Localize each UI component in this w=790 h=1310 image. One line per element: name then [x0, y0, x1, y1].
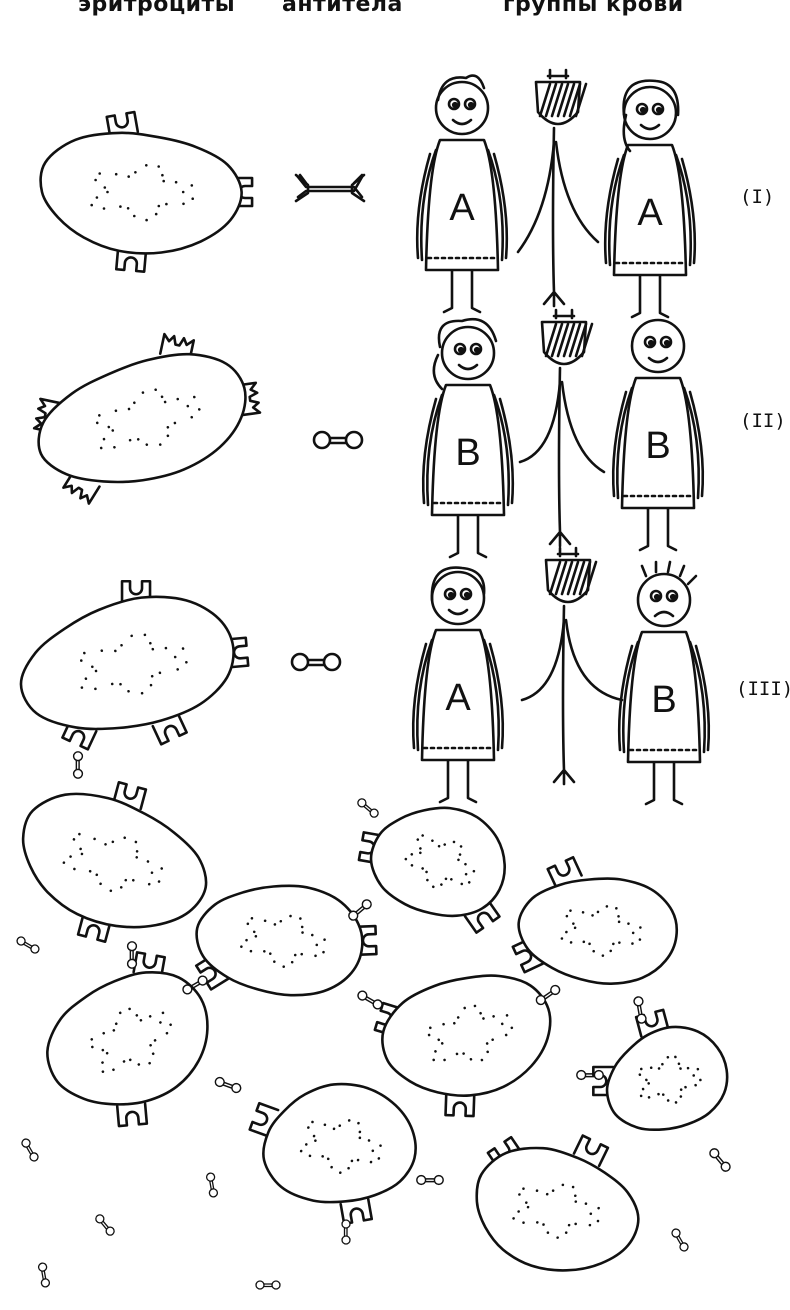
header-erythrocytes: эритроциты	[78, 0, 236, 17]
antibody-link	[357, 990, 383, 1010]
receptor	[62, 469, 101, 505]
antibody-link	[348, 899, 372, 921]
antibody-free	[37, 1262, 51, 1288]
erythrocyte	[21, 781, 208, 943]
antibodies-group	[16, 173, 731, 1290]
person: B	[421, 317, 515, 559]
antibody-link	[214, 1076, 242, 1094]
mouth	[447, 608, 469, 616]
erythrocyte	[39, 110, 254, 273]
people-group: A A B B A B	[411, 74, 711, 806]
receptor	[132, 951, 166, 979]
erythrocyte	[592, 1008, 729, 1132]
cell-membrane	[46, 971, 209, 1106]
cell-membrane	[369, 806, 506, 918]
antibody-anti-a	[312, 430, 364, 450]
row-label-3: (III)	[736, 678, 790, 700]
cell-membrane	[605, 1025, 729, 1132]
erythrocyte	[32, 332, 262, 505]
antibody-link	[633, 996, 647, 1024]
erythrocyte	[248, 1082, 417, 1226]
cell-membrane	[195, 884, 364, 997]
antibody-link	[72, 751, 84, 779]
person: A	[411, 566, 505, 804]
cell-membrane	[21, 792, 208, 929]
row-label-2: (II)	[740, 410, 786, 432]
antibody-free	[16, 936, 40, 954]
cell-membrane	[39, 131, 243, 255]
person: A	[603, 79, 697, 319]
antibody-free	[671, 1228, 689, 1252]
cell-membrane	[37, 352, 247, 484]
transfusion-bags-group	[516, 68, 624, 786]
mouth	[451, 118, 473, 126]
receptor	[339, 1198, 374, 1226]
erythrocyte	[46, 951, 209, 1128]
blood-type-letter: A	[449, 187, 475, 229]
blood-type-letter: B	[455, 432, 480, 474]
erythrocytes-group	[19, 110, 729, 1272]
header-blood-groups: группы крови	[503, 0, 684, 17]
iv-bag	[520, 546, 624, 786]
erythrocyte	[511, 855, 679, 985]
cell-membrane	[475, 1146, 640, 1272]
antibody-free	[255, 1280, 281, 1290]
iv-bag	[518, 308, 606, 548]
mouth	[647, 356, 669, 364]
antibody-anti-a	[290, 652, 342, 672]
receptor	[463, 898, 501, 934]
erythrocyte	[19, 579, 250, 751]
mouth	[457, 363, 479, 371]
blood-type-letter: A	[637, 192, 663, 234]
cell-membrane	[19, 595, 235, 731]
blood-type-letter: B	[645, 425, 670, 467]
antibody-link	[576, 1069, 604, 1081]
row-label-1: (I)	[740, 186, 775, 208]
receptor	[114, 248, 148, 273]
erythrocyte	[357, 806, 506, 934]
antibody-link	[126, 941, 138, 969]
erythrocyte	[373, 974, 552, 1118]
mouth	[653, 610, 675, 618]
antibody-anti-b	[294, 173, 366, 203]
receptor	[546, 855, 583, 889]
antibody-free	[357, 798, 379, 818]
erythrocyte	[475, 1134, 640, 1272]
antibody-free	[341, 1219, 351, 1245]
receptor	[444, 1093, 476, 1118]
antibody-link	[182, 975, 208, 995]
antibody-link	[416, 1174, 444, 1186]
receptor	[151, 713, 188, 746]
antibody-free	[205, 1172, 219, 1198]
cell-membrane	[381, 974, 552, 1097]
person: B	[617, 560, 711, 806]
receptor	[115, 1102, 149, 1128]
mouth	[639, 123, 661, 131]
person: B	[611, 318, 705, 552]
cell-membrane	[262, 1082, 417, 1204]
receptor	[105, 110, 140, 138]
erythrocyte	[194, 884, 378, 997]
person: A	[415, 74, 509, 314]
antibody-link	[535, 984, 561, 1006]
blood-type-letter: B	[651, 679, 676, 721]
receptor	[194, 953, 230, 991]
header-antibodies: антитела	[282, 0, 403, 17]
receptor	[572, 1134, 610, 1168]
iv-bag	[516, 68, 600, 308]
antibody-free	[95, 1214, 115, 1236]
antibody-link	[709, 1148, 731, 1172]
antibody-free	[21, 1138, 39, 1162]
cell-membrane	[517, 877, 679, 985]
blood-type-letter: A	[445, 677, 471, 719]
